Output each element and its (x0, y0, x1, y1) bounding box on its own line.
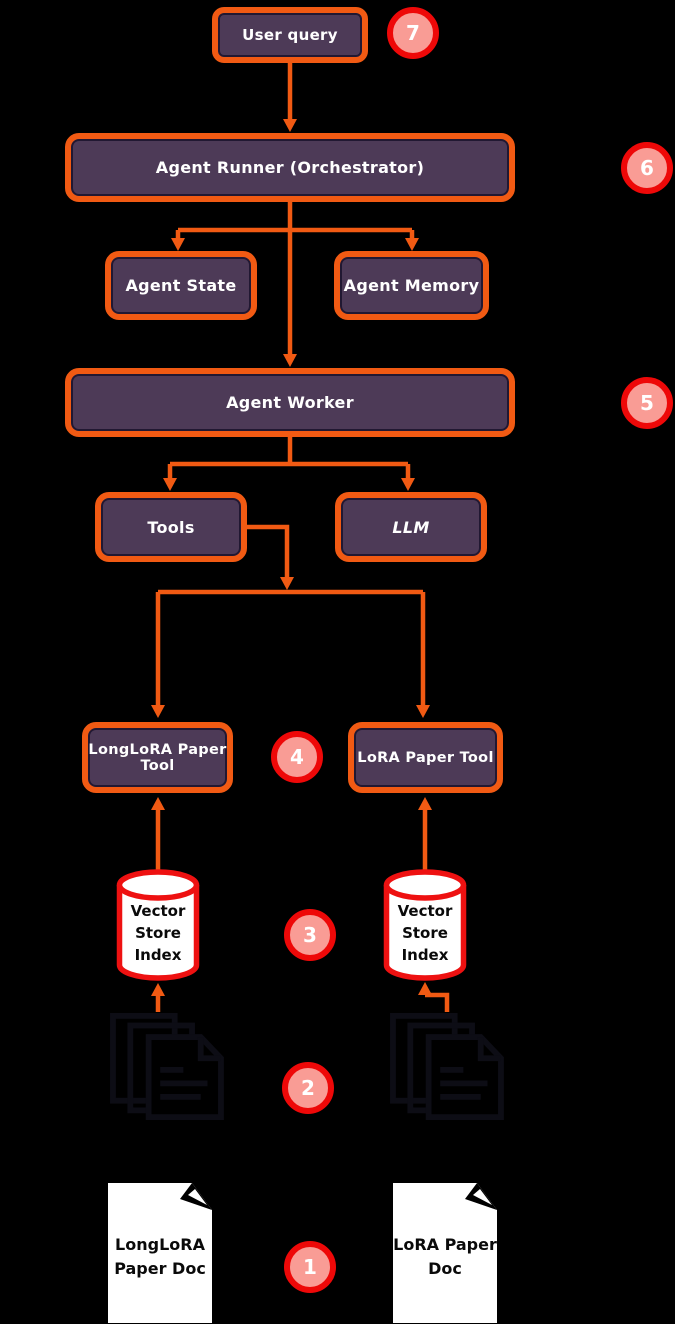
agent-memory-label: Agent Memory (343, 276, 480, 295)
llm-label: LLM (392, 517, 430, 537)
agent-state-node: Agent State (105, 251, 257, 320)
tools-label: Tools (147, 517, 195, 537)
step-badge-6: 6 (621, 142, 673, 194)
longlora-paper-doc-label: LongLoRA Paper Doc (114, 1235, 206, 1278)
agent-state-label: Agent State (125, 276, 237, 295)
lora-paper-tool-label: LoRA Paper Tool (357, 749, 494, 766)
vector-store-right: Vector Store Index (383, 869, 467, 983)
agent-worker-node: Agent Worker (65, 368, 515, 437)
longlora-paper-doc: LongLoRA Paper Doc (108, 1183, 212, 1323)
user-query-node: User query (212, 7, 368, 63)
vector-store-right-label: Vector Store Index (397, 902, 453, 964)
vector-store-left-label: Vector Store Index (130, 902, 186, 964)
lora-paper-doc: LoRA Paper Doc (393, 1183, 497, 1323)
agent-runner-node: Agent Runner (Orchestrator) (65, 133, 515, 202)
document-icon (108, 1183, 212, 1323)
agent-runner-label: Agent Runner (Orchestrator) (155, 158, 425, 177)
longlora-paper-tool-node: LongLoRA Paper Tool (82, 722, 233, 793)
lora-paper-tool-node: LoRA Paper Tool (348, 722, 503, 793)
documents-stack-icon (386, 1012, 506, 1124)
tools-node: Tools (95, 492, 247, 562)
user-query-label: User query (242, 26, 338, 44)
document-icon (393, 1183, 497, 1323)
step-badge-5: 5 (621, 377, 673, 429)
database-icon (383, 869, 467, 981)
agent-worker-label: Agent Worker (226, 393, 354, 412)
step-badge-3: 3 (284, 909, 336, 961)
documents-stack-icon (106, 1012, 226, 1124)
lora-paper-doc-label: LoRA Paper Doc (393, 1235, 497, 1278)
database-icon (116, 869, 200, 981)
vector-store-left: Vector Store Index (116, 869, 200, 983)
llm-node: LLM (335, 492, 487, 562)
agent-memory-node: Agent Memory (334, 251, 489, 320)
step-badge-4: 4 (271, 731, 323, 783)
step-badge-2: 2 (282, 1062, 334, 1114)
step-badge-7: 7 (387, 7, 439, 59)
longlora-paper-tool-label: LongLoRA Paper Tool (88, 741, 227, 774)
step-badge-1: 1 (284, 1241, 336, 1293)
